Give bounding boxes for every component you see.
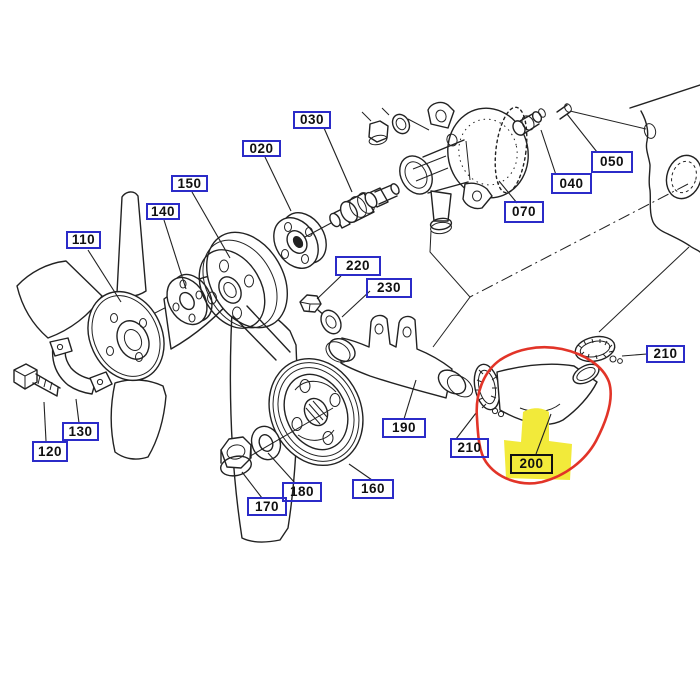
part-label-050: 050	[591, 151, 633, 173]
part-label-170: 170	[247, 497, 287, 516]
part-label-130: 130	[62, 422, 99, 441]
flange-axis-line	[304, 221, 334, 238]
bolt-120	[13, 363, 61, 397]
pipe-washer	[320, 309, 342, 335]
part-label-160: 160	[352, 479, 394, 499]
hose-clamp-right	[574, 335, 623, 364]
part-label-020: 020	[242, 140, 281, 157]
part-label-150: 150	[171, 175, 208, 192]
part-label-120: 120	[32, 441, 68, 462]
fan-rear-blade	[229, 292, 299, 543]
fan-spacer	[166, 273, 213, 326]
part-label-220: 220	[335, 256, 381, 276]
crank-pulley	[268, 357, 364, 467]
part-label-040: 040	[551, 173, 592, 194]
red-highlight-circle	[475, 345, 612, 485]
pump-gasket	[494, 106, 528, 194]
pump-bushing	[512, 108, 546, 136]
shaft-seal	[329, 183, 400, 229]
fan	[16, 191, 239, 460]
part-label-140: 140	[146, 203, 180, 220]
crank-nut	[220, 436, 252, 477]
crank-axis-line	[239, 407, 334, 463]
engine-block	[629, 84, 700, 253]
part-label-190: 190	[382, 418, 426, 438]
part-label-070: 070	[504, 201, 544, 223]
fan-pulley	[198, 231, 288, 329]
part-label-030: 030	[293, 111, 331, 129]
fan-stay-bracket	[49, 337, 113, 395]
radiator-hose	[496, 363, 600, 425]
part-label-180: 180	[282, 482, 322, 502]
part-label-230: 230	[366, 278, 412, 298]
yellow-highlight-mark	[504, 408, 572, 480]
water-pump	[361, 101, 529, 235]
mounting-stud	[556, 103, 647, 130]
pipe-bolt	[299, 294, 326, 317]
water-pipe	[325, 314, 474, 399]
part-label-200: 200	[510, 454, 553, 474]
stud-washer	[391, 113, 411, 135]
v-belt	[232, 305, 291, 361]
pump-flange	[273, 212, 327, 269]
part-label-110: 110	[66, 231, 101, 249]
part-label-210-right: 210	[646, 345, 685, 363]
leader-lines	[43, 113, 648, 499]
part-label-210-left: 210	[450, 438, 489, 458]
stud-nut	[368, 120, 389, 143]
